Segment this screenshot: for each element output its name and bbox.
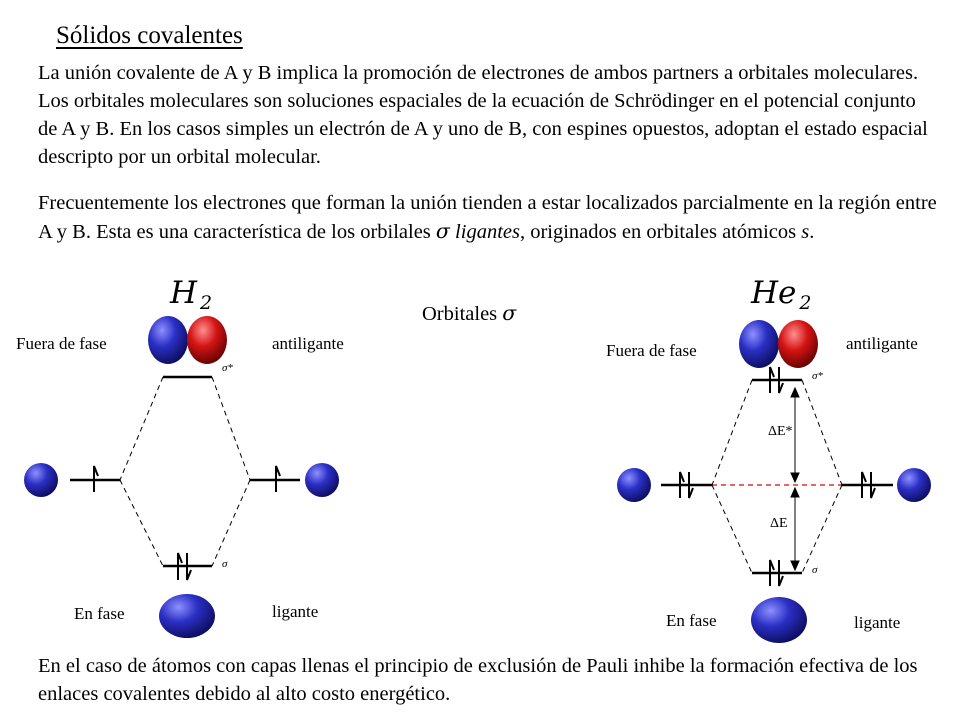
h2-ligante-label: ligante: [272, 602, 319, 621]
he2-atom-a-electron-pair: [679, 471, 694, 499]
h2-correlation-lines: [119, 376, 251, 567]
orbitales-sigma-title: Orbitales σ: [422, 301, 516, 326]
h2-atom-b-electron: [275, 465, 281, 492]
p2-text-a: Frecuentemente los electrones que forman…: [38, 192, 937, 243]
h2-atom-b: [305, 463, 339, 497]
page-title: Sólidos covalentes: [56, 22, 243, 49]
h2-bonding-orbital: [159, 594, 215, 638]
he2-delta-e-star-label: ΔE*: [768, 424, 793, 439]
he2-antibonding-orbital: [739, 320, 818, 368]
he2-sigma-star-label: σ*: [812, 370, 823, 382]
sigma-symbol: σ: [435, 219, 450, 243]
he2-correlation-lines: [711, 379, 843, 574]
he2-atom-b: [897, 468, 931, 502]
center-title-text: Orbitales: [422, 303, 498, 325]
he2-sigma-electron-pair: [769, 559, 784, 587]
paragraph-pauli: En el caso de átomos con capas llenas el…: [38, 655, 918, 705]
he2-delta-e-label: ΔE: [770, 516, 788, 531]
he2-bonding-orbital: [751, 597, 807, 643]
p2-text-b: , originados en orbitales atómicos: [519, 221, 797, 243]
h2-diagram: [24, 316, 339, 638]
he2-atom-b-electron-pair: [861, 471, 876, 499]
paragraph-localization: Frecuentemente los electrones que forman…: [38, 189, 938, 246]
he2-sigma-star-electron-pair: [769, 366, 784, 394]
p2-ligantes: ligantes: [455, 221, 520, 243]
h2-atom-a-electron: [93, 465, 99, 492]
he2-diagram: [617, 320, 931, 643]
h2-sigma-star-label: σ*: [222, 362, 233, 374]
he2-antiligante-label: antiligante: [846, 334, 918, 353]
p2-end: .: [809, 221, 815, 243]
h2-fuera-de-fase-label: Fuera de fase: [16, 334, 107, 353]
he2-atom-a: [617, 468, 651, 502]
he2-energy-arrows: [790, 386, 800, 572]
h2-en-fase-label: En fase: [74, 604, 125, 623]
h2-sigma-electron-pair: [177, 552, 192, 581]
he2-sigma-label: σ: [812, 564, 818, 576]
h2-antibonding-orbital: [148, 316, 227, 364]
he2-en-fase-label: En fase: [666, 611, 717, 630]
h2-sigma-label: σ: [222, 558, 228, 570]
he2-ligante-label: ligante: [854, 613, 901, 632]
paragraph-intro: La unión covalente de A y B implica la p…: [38, 62, 928, 168]
h2-antiligante-label: antiligante: [272, 334, 344, 353]
he2-fuera-de-fase-label: Fuera de fase: [606, 341, 697, 360]
center-title-sigma: σ: [502, 301, 517, 325]
h2-atom-a: [24, 463, 58, 497]
p2-s: s: [801, 221, 810, 243]
